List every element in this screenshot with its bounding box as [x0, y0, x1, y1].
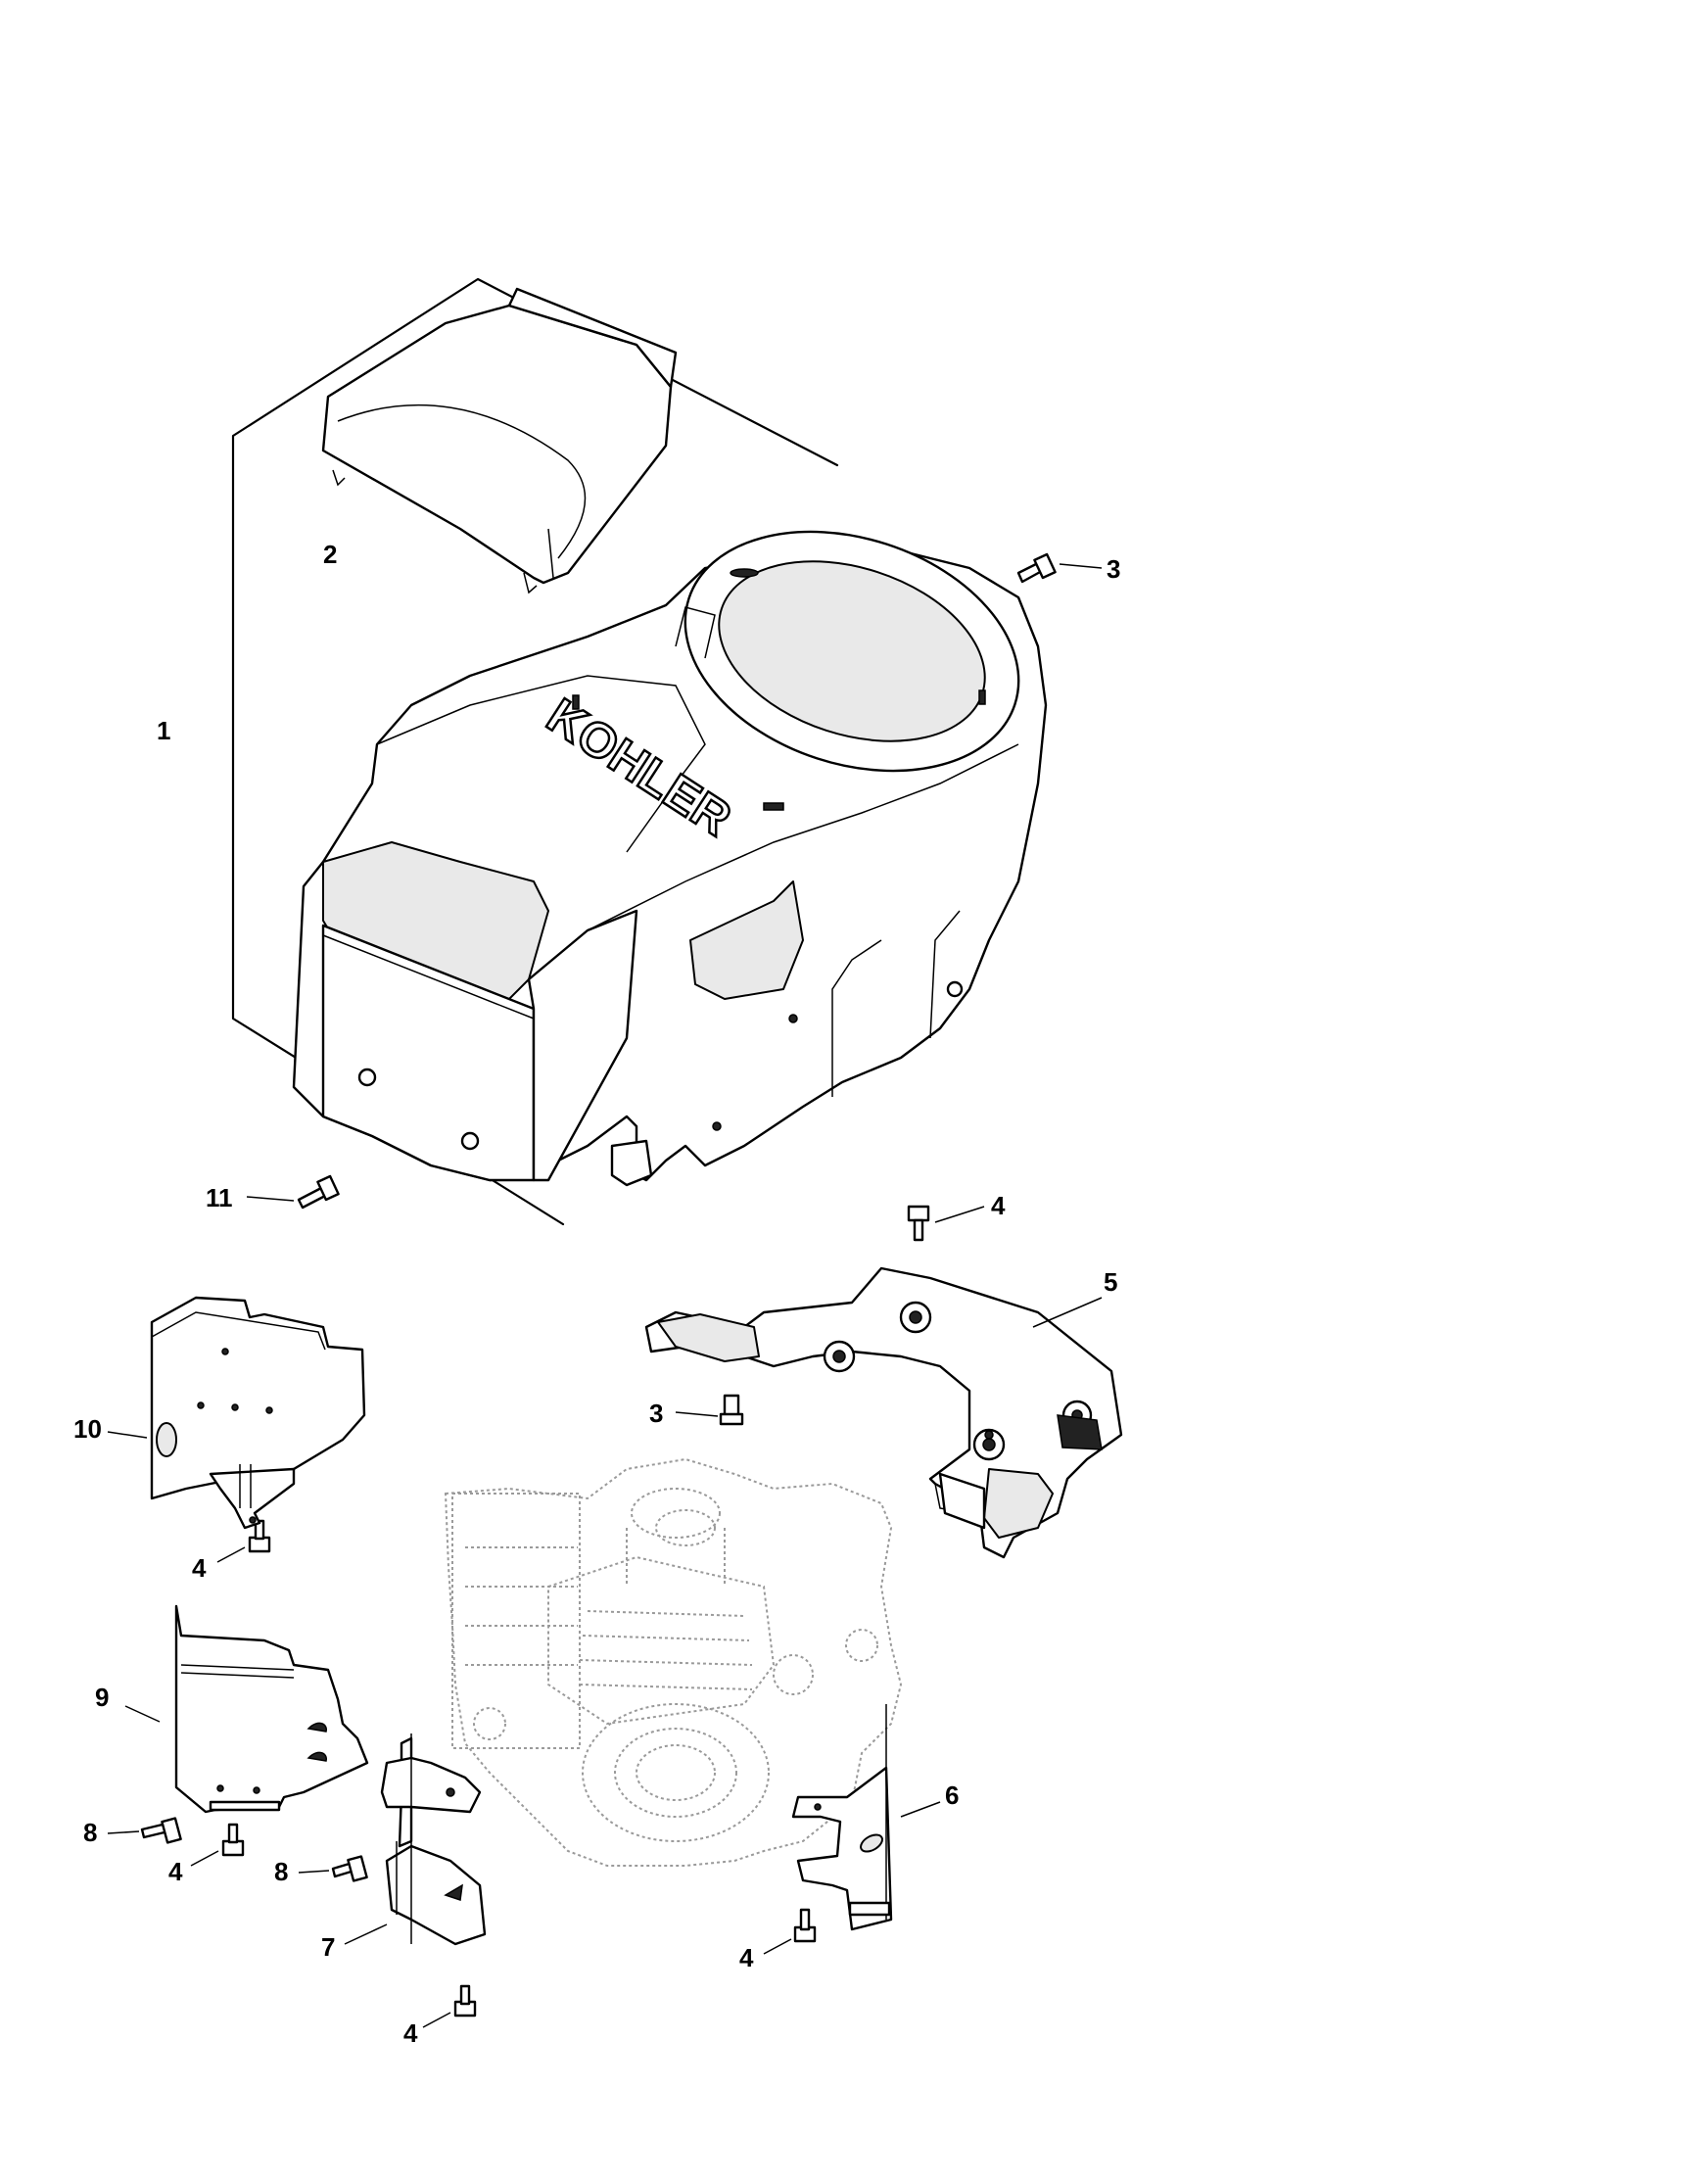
screw-part-3-middle [675, 1394, 744, 1426]
callout-4: 4 [991, 1191, 1006, 1220]
engine-block [444, 1457, 903, 1867]
callout-4: 4 [192, 1553, 207, 1583]
callout-8: 8 [274, 1857, 288, 1886]
callout-6: 6 [945, 1780, 959, 1810]
screw-part-4-bottom [422, 1984, 477, 2028]
screw-part-4-left [216, 1519, 271, 1563]
callout-labels: 1 2 3 3 4 4 4 4 4 5 6 7 8 8 9 10 11 [73, 540, 1120, 2048]
callout-4: 4 [168, 1857, 183, 1886]
callout-7: 7 [321, 1932, 335, 1962]
screw-part-3-upper [1016, 552, 1103, 584]
callout-5: 5 [1104, 1267, 1117, 1297]
bracket-part-7 [344, 1733, 487, 1946]
screw-part-4-lower-left [190, 1823, 245, 1867]
screw-part-8-right [298, 1855, 368, 1882]
callout-11: 11 [206, 1183, 233, 1212]
screw-part-11 [246, 1174, 340, 1210]
callout-1: 1 [157, 716, 170, 745]
callout-10: 10 [73, 1414, 102, 1444]
cover-part-2 [321, 287, 678, 594]
shield-part-9 [124, 1604, 369, 1814]
screw-part-8-left [107, 1817, 182, 1844]
callout-8: 8 [83, 1818, 97, 1847]
callout-9: 9 [95, 1683, 109, 1712]
shield-part-10 [107, 1296, 366, 1530]
screw-part-4-right [763, 1908, 817, 1955]
callout-3: 3 [649, 1399, 663, 1428]
screw-part-4-top [907, 1205, 985, 1242]
baffle-part-5 [644, 1266, 1123, 1559]
shield-part-6 [791, 1704, 941, 1931]
callout-2: 2 [323, 540, 337, 569]
callout-4: 4 [403, 2018, 418, 2048]
blower-housing-part-1: KOHLER [292, 530, 1048, 1187]
callout-4: 4 [739, 1943, 754, 1972]
callout-3: 3 [1107, 554, 1120, 584]
